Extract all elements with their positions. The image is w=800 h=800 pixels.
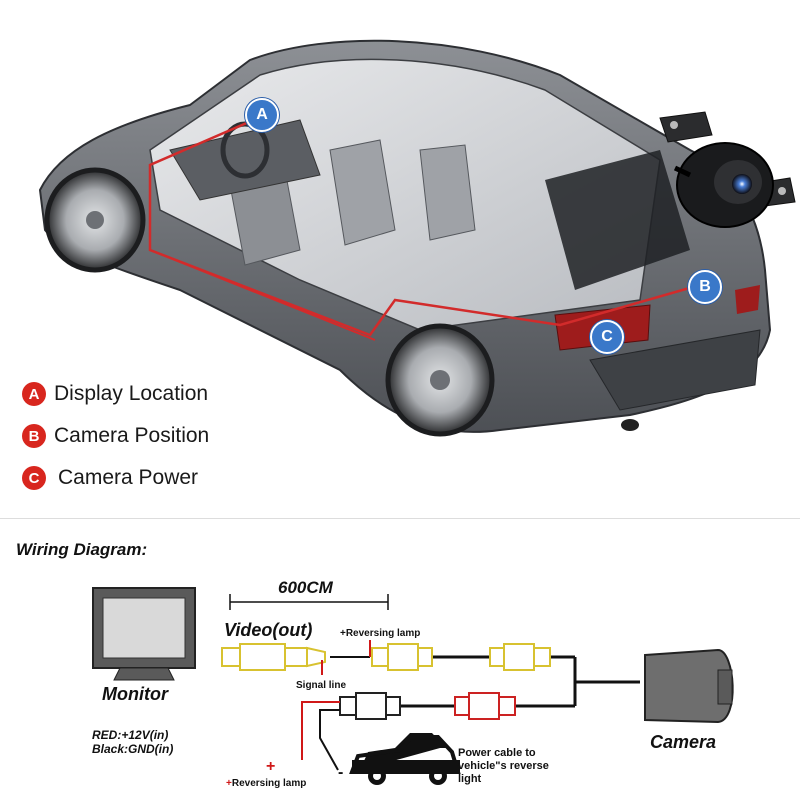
minus-sign: - xyxy=(338,764,344,781)
reversing-lamp-top-text: +Reversing lamp xyxy=(340,628,421,639)
black-wire-label: Black:GND(in) xyxy=(92,742,174,756)
signal-line-label: Signal line xyxy=(296,680,347,691)
legend-label: Display Location xyxy=(54,382,209,405)
legend-badge: C xyxy=(22,466,46,490)
seat xyxy=(329,139,396,246)
badge-camera-position: B xyxy=(688,270,722,304)
wire-route xyxy=(149,249,376,341)
monitor-label: Monitor xyxy=(102,684,168,704)
monitor-icon xyxy=(92,587,196,681)
badge-camera-power: C xyxy=(590,320,624,354)
camera-icon xyxy=(644,648,734,724)
length-bar xyxy=(229,594,389,610)
wire-route xyxy=(148,113,701,337)
video-out-label: Video(out) xyxy=(224,620,313,640)
rear-bumper xyxy=(589,329,761,411)
badge-display-location: A xyxy=(245,98,279,132)
camera-label: Camera xyxy=(650,732,717,752)
red-wire-label: RED:+12V(in) xyxy=(92,728,169,742)
power-cable-label: Power cable to vehicle"s reverse light xyxy=(458,747,549,785)
legend-label: Camera Power xyxy=(58,466,199,489)
car-silhouette-icon xyxy=(349,733,461,785)
legend-badge: B xyxy=(22,424,46,448)
exhaust xyxy=(621,419,639,431)
camera-lens xyxy=(732,174,752,194)
reversing-lamp-bottom-label: +Reversing lamp xyxy=(226,778,306,789)
cable-length: 600CM xyxy=(278,578,333,597)
front-hub xyxy=(86,211,104,229)
plus-sign: + xyxy=(266,758,276,775)
seat xyxy=(419,144,476,241)
legend-badge: A xyxy=(22,382,46,406)
video-connector-chain xyxy=(221,640,575,675)
legend-item-display-location: A Display Location xyxy=(22,382,208,406)
section-divider xyxy=(0,518,800,519)
camera-inset xyxy=(659,111,796,228)
car-illustration xyxy=(38,39,796,437)
legend-label: Camera Position xyxy=(54,424,210,447)
reversing-lamp-bottom-text: Reversing lamp xyxy=(231,778,307,789)
reversing-lamp-top-label: +Reversing lamp xyxy=(340,628,420,639)
power-connector-chain xyxy=(301,657,640,771)
legend-item-camera-power: C Camera Power xyxy=(22,466,198,490)
tail-light xyxy=(735,285,760,314)
wiring-title: Wiring Diagram: xyxy=(16,540,148,559)
plus-prefix: + xyxy=(226,778,232,789)
rear-hub xyxy=(430,370,450,390)
rear-window xyxy=(545,150,690,290)
legend-item-camera-position: B Camera Position xyxy=(22,424,209,448)
